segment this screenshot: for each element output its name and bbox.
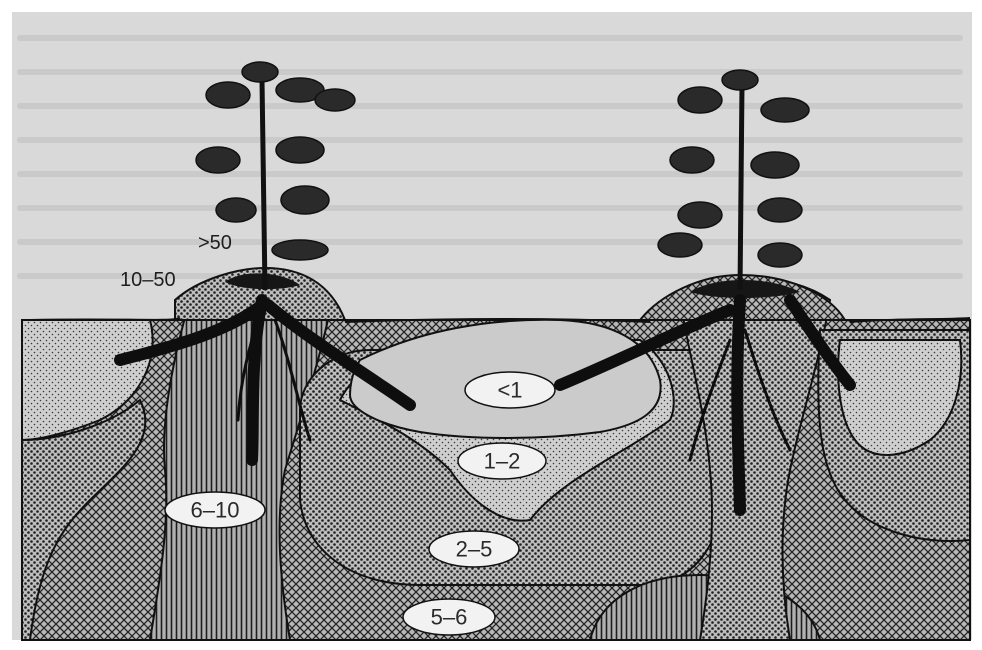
svg-text:2–5: 2–5 <box>456 537 493 562</box>
label-lt1: <1 <box>465 372 555 408</box>
label-over-50: >50 <box>198 232 232 254</box>
label-6-10: 6–10 <box>165 492 265 528</box>
svg-text:<1: <1 <box>497 378 522 403</box>
label-10-50: 10–50 <box>120 269 176 291</box>
svg-text:5–6: 5–6 <box>431 605 468 630</box>
svg-text:1–2: 1–2 <box>484 449 521 474</box>
label-2-5: 2–5 <box>429 531 519 567</box>
svg-text:6–10: 6–10 <box>191 498 240 523</box>
label-1-2: 1–2 <box>458 443 546 479</box>
label-5-6: 5–6 <box>403 599 495 635</box>
